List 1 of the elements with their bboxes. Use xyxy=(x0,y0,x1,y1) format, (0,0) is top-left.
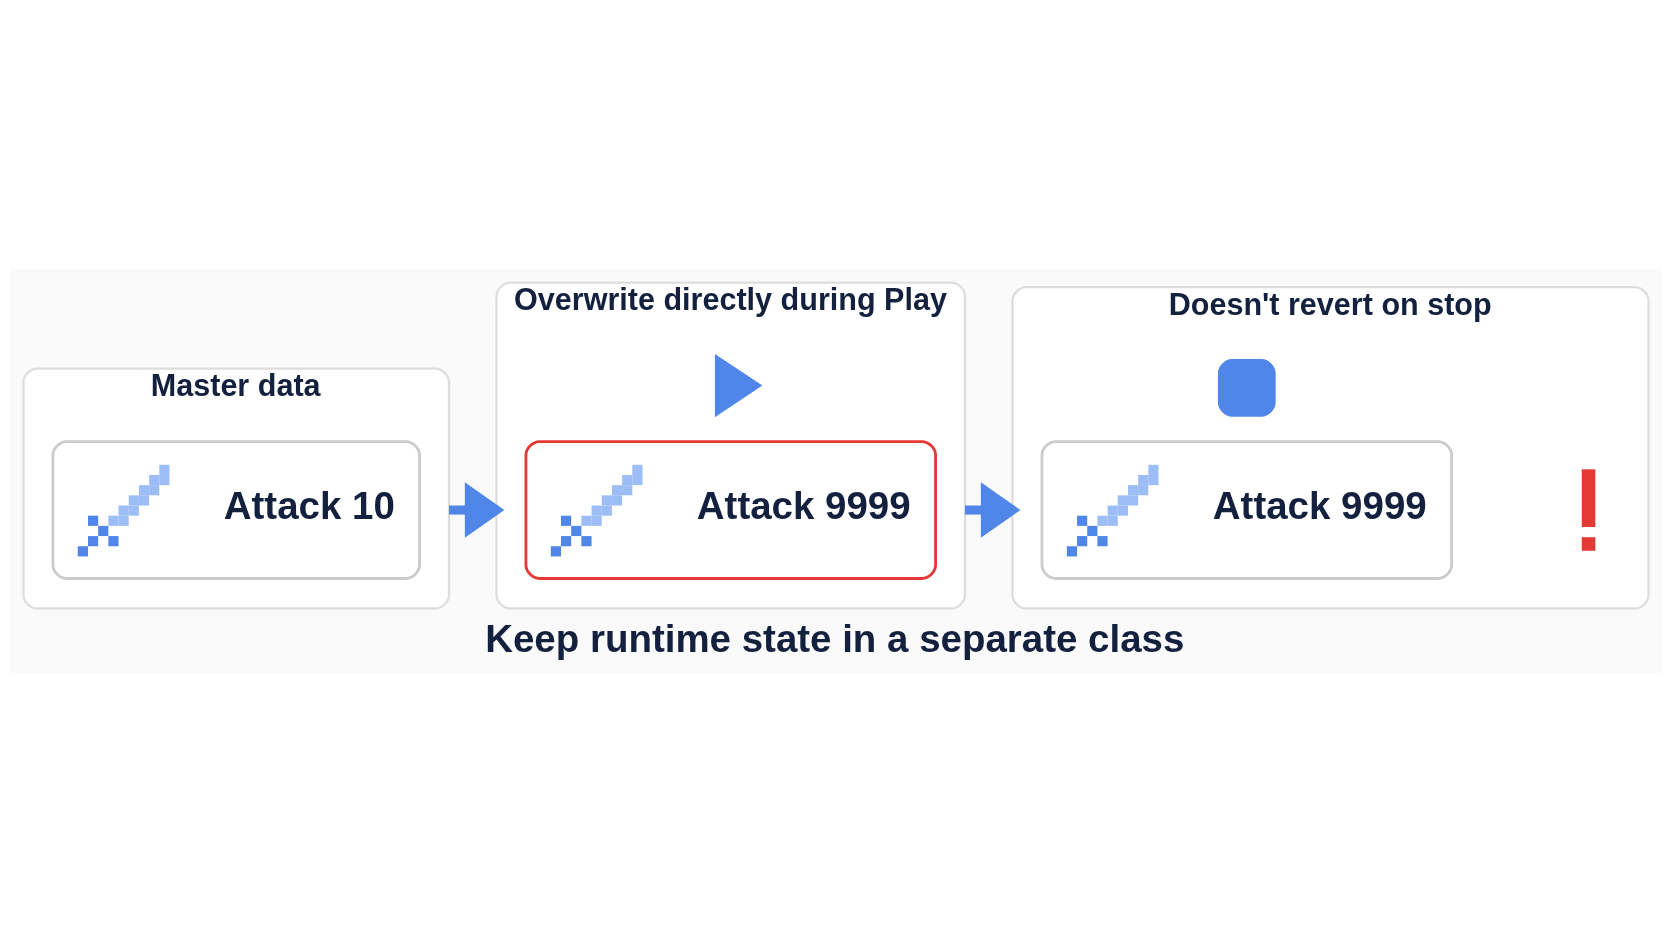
caption: Keep runtime state in a separate class xyxy=(485,616,1185,660)
